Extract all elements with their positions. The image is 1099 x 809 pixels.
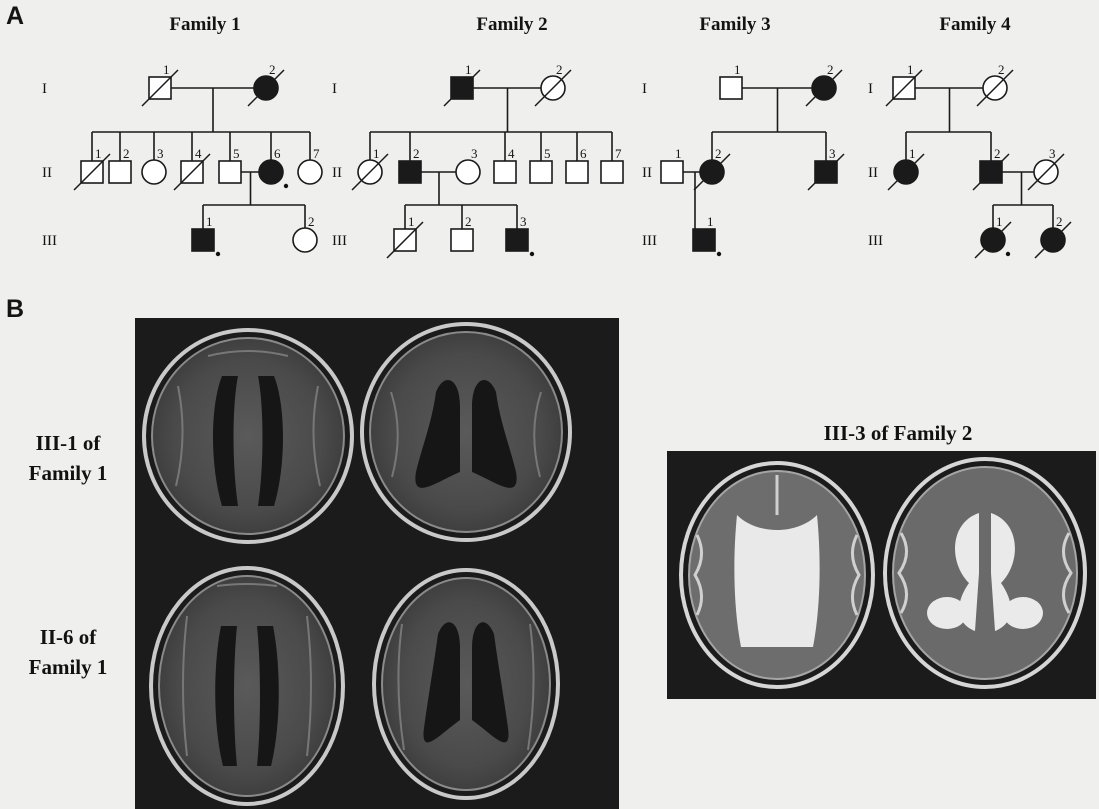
family4-gen-i-label: I bbox=[868, 81, 873, 97]
family3-gen-i-label: I bbox=[642, 81, 647, 97]
family1-member-ii-2-male-symbol bbox=[109, 161, 131, 183]
mri-panel-family1 bbox=[135, 318, 619, 809]
family1-member-ii-6-number: 6 bbox=[274, 146, 281, 161]
family1-member-ii-4-number: 4 bbox=[195, 146, 202, 161]
family1-member-iii-2-number: 2 bbox=[308, 214, 315, 229]
family2-member-ii-1-number: 1 bbox=[373, 146, 380, 161]
family2-title: Family 2 bbox=[476, 14, 547, 35]
family1-member-iii-2-female-symbol bbox=[293, 228, 317, 252]
family2-member-ii-6-male-symbol bbox=[566, 161, 588, 183]
family2-member-ii-7-number: 7 bbox=[615, 146, 622, 161]
mri-scan-iii1-a bbox=[144, 330, 352, 542]
family3-member-ii-2-number: 2 bbox=[715, 146, 722, 161]
family2-member-iii-1-number: 1 bbox=[408, 214, 415, 229]
family3-member-ii-1-male-symbol bbox=[661, 161, 683, 183]
family1-gen-i-label: I bbox=[42, 81, 47, 97]
mri-scan-iii3-a bbox=[681, 463, 873, 687]
family1-member-iii-1-number: 1 bbox=[206, 214, 213, 229]
family4-title: Family 4 bbox=[939, 14, 1011, 35]
family4-gen-ii-label: II bbox=[868, 165, 878, 181]
family1-member-ii-2-number: 2 bbox=[123, 146, 130, 161]
family2-member-ii-2-number: 2 bbox=[413, 146, 420, 161]
family4-member-i-1-number: 1 bbox=[907, 62, 914, 77]
family1-member-ii-5-male-symbol bbox=[219, 161, 241, 183]
mri-scan-iii1-b bbox=[362, 324, 570, 540]
family1-member-i-1-number: 1 bbox=[163, 62, 170, 77]
family2-member-ii-5-male-symbol bbox=[530, 161, 552, 183]
family3-gen-ii-label: II bbox=[642, 165, 652, 181]
family1-member-ii-1-number: 1 bbox=[95, 146, 102, 161]
family2-member-ii-2-male-symbol bbox=[399, 161, 421, 183]
mri-family2-scans bbox=[667, 451, 1096, 699]
family3-member-i-2-number: 2 bbox=[827, 62, 834, 77]
family1-title: Family 1 bbox=[169, 14, 240, 35]
family2-gen-i-label: I bbox=[332, 81, 337, 97]
mri-family1-scans bbox=[135, 318, 619, 809]
family2-member-ii-4-number: 4 bbox=[508, 146, 515, 161]
family2-member-iii-2-male-symbol bbox=[451, 229, 473, 251]
family1-member-ii-6-proband-dot bbox=[284, 184, 288, 188]
mri-label-iii1-line2: Family 1 bbox=[8, 458, 128, 488]
family2-member-ii-4-male-symbol bbox=[494, 161, 516, 183]
family4-gen-iii-label: III bbox=[868, 233, 883, 249]
family4-member-ii-3-number: 3 bbox=[1049, 146, 1056, 161]
family2-gen-iii-label: III bbox=[332, 233, 347, 249]
family2-gen-ii-label: II bbox=[332, 165, 342, 181]
family2-member-ii-3-female-symbol bbox=[456, 160, 480, 184]
family3-member-ii-1-number: 1 bbox=[675, 146, 682, 161]
mri-scan-ii6-b bbox=[374, 570, 558, 798]
family4-member-ii-2-number: 2 bbox=[994, 146, 1001, 161]
family2-member-iii-3-proband-dot bbox=[530, 252, 534, 256]
family3-member-iii-1-male-symbol bbox=[693, 229, 715, 251]
panel-b-letter: B bbox=[6, 297, 24, 322]
mri-label-iii1-line1: III-1 of bbox=[8, 428, 128, 458]
family1-member-iii-1-proband-dot bbox=[216, 252, 220, 256]
family1-gen-iii-label: III bbox=[42, 233, 57, 249]
family4-member-iii-2-number: 2 bbox=[1056, 214, 1063, 229]
family1-member-ii-5-number: 5 bbox=[233, 146, 240, 161]
family4-member-iii-1-proband-dot bbox=[1006, 252, 1010, 256]
mri-panel-family2 bbox=[667, 451, 1096, 699]
family3-member-i-1-male-symbol bbox=[720, 77, 742, 99]
family3-title: Family 3 bbox=[699, 14, 770, 35]
family3-member-iii-1-number: 1 bbox=[707, 214, 714, 229]
mri-scan-iii3-b bbox=[885, 459, 1085, 687]
family1-member-ii-7-female-symbol bbox=[298, 160, 322, 184]
mri-label-iii1-family1: III-1 of Family 1 bbox=[8, 428, 128, 488]
mri-label-ii6-line1: II-6 of bbox=[8, 622, 128, 652]
family1-member-i-2-number: 2 bbox=[269, 62, 276, 77]
family2-member-ii-5-number: 5 bbox=[544, 146, 551, 161]
family1-member-ii-6-female-symbol bbox=[259, 160, 283, 184]
family4-member-i-2-number: 2 bbox=[998, 62, 1005, 77]
mri-label-iii3-family2: III-3 of Family 2 bbox=[738, 418, 1058, 448]
family1-member-ii-7-number: 7 bbox=[313, 146, 320, 161]
family2-member-ii-6-number: 6 bbox=[580, 146, 587, 161]
family1-member-iii-1-male-symbol bbox=[192, 229, 214, 251]
family2-member-iii-2-number: 2 bbox=[465, 214, 472, 229]
mri-scan-ii6-a bbox=[151, 568, 343, 804]
family4-member-iii-1-number: 1 bbox=[996, 214, 1003, 229]
pedigree-figure: Family 1IIIIII12123456712Family 2IIIIII1… bbox=[0, 0, 1099, 290]
family3-member-iii-1-proband-dot bbox=[717, 252, 721, 256]
family2-member-iii-3-number: 3 bbox=[520, 214, 527, 229]
family2-member-i-1-number: 1 bbox=[465, 62, 472, 77]
mri-label-ii6-family1: II-6 of Family 1 bbox=[8, 622, 128, 682]
family1-member-ii-3-number: 3 bbox=[157, 146, 164, 161]
family2-member-ii-7-male-symbol bbox=[601, 161, 623, 183]
family3-member-i-1-number: 1 bbox=[734, 62, 741, 77]
family1-member-ii-3-female-symbol bbox=[142, 160, 166, 184]
family3-gen-iii-label: III bbox=[642, 233, 657, 249]
family3-member-ii-3-number: 3 bbox=[829, 146, 836, 161]
family4-member-ii-1-number: 1 bbox=[909, 146, 916, 161]
family1-gen-ii-label: II bbox=[42, 165, 52, 181]
family2-member-iii-3-male-symbol bbox=[506, 229, 528, 251]
family2-member-i-2-number: 2 bbox=[556, 62, 563, 77]
mri-label-ii6-line2: Family 1 bbox=[8, 652, 128, 682]
family2-member-ii-3-number: 3 bbox=[471, 146, 478, 161]
